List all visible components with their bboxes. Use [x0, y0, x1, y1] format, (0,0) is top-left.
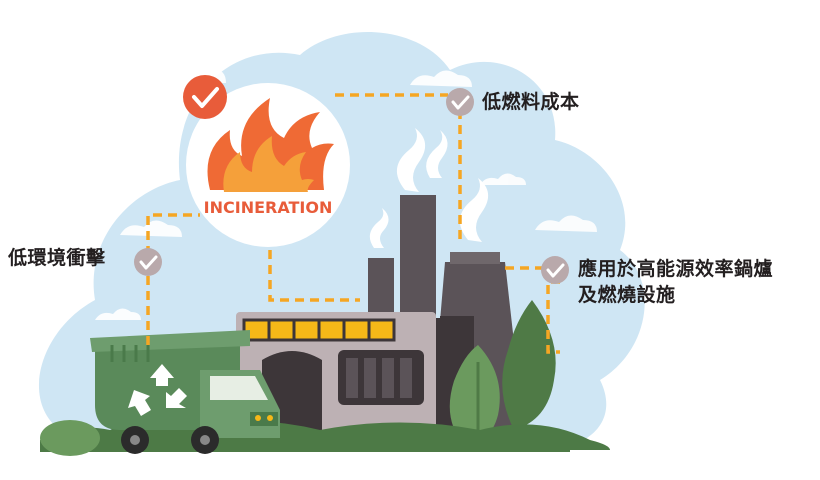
badge-text: INCINERATION [204, 198, 333, 217]
check-icon [134, 248, 162, 276]
incineration-badge: INCINERATION [186, 83, 350, 247]
check-icon [183, 75, 227, 119]
flame-icon [207, 98, 334, 192]
recycle-icon [128, 364, 187, 416]
benefit-low-environmental-impact: 低環境衝擊 [8, 247, 106, 269]
benefit-low-fuel-cost: 低燃料成本 [482, 91, 580, 113]
smoke [369, 128, 489, 248]
factory-icon [236, 312, 474, 440]
cloud-icon [95, 64, 597, 320]
tree-icon [449, 300, 556, 445]
benefit-high-efficiency-boilers: 應用於高能源效率鍋爐 及燃燒設施 [578, 257, 773, 308]
check-icon [446, 88, 474, 116]
benefit-line-1: 應用於高能源效率鍋爐 [578, 258, 774, 280]
truck-icon [90, 330, 280, 454]
benefit-line-2: 及燃燒設施 [578, 283, 676, 306]
check-icon [541, 256, 569, 284]
